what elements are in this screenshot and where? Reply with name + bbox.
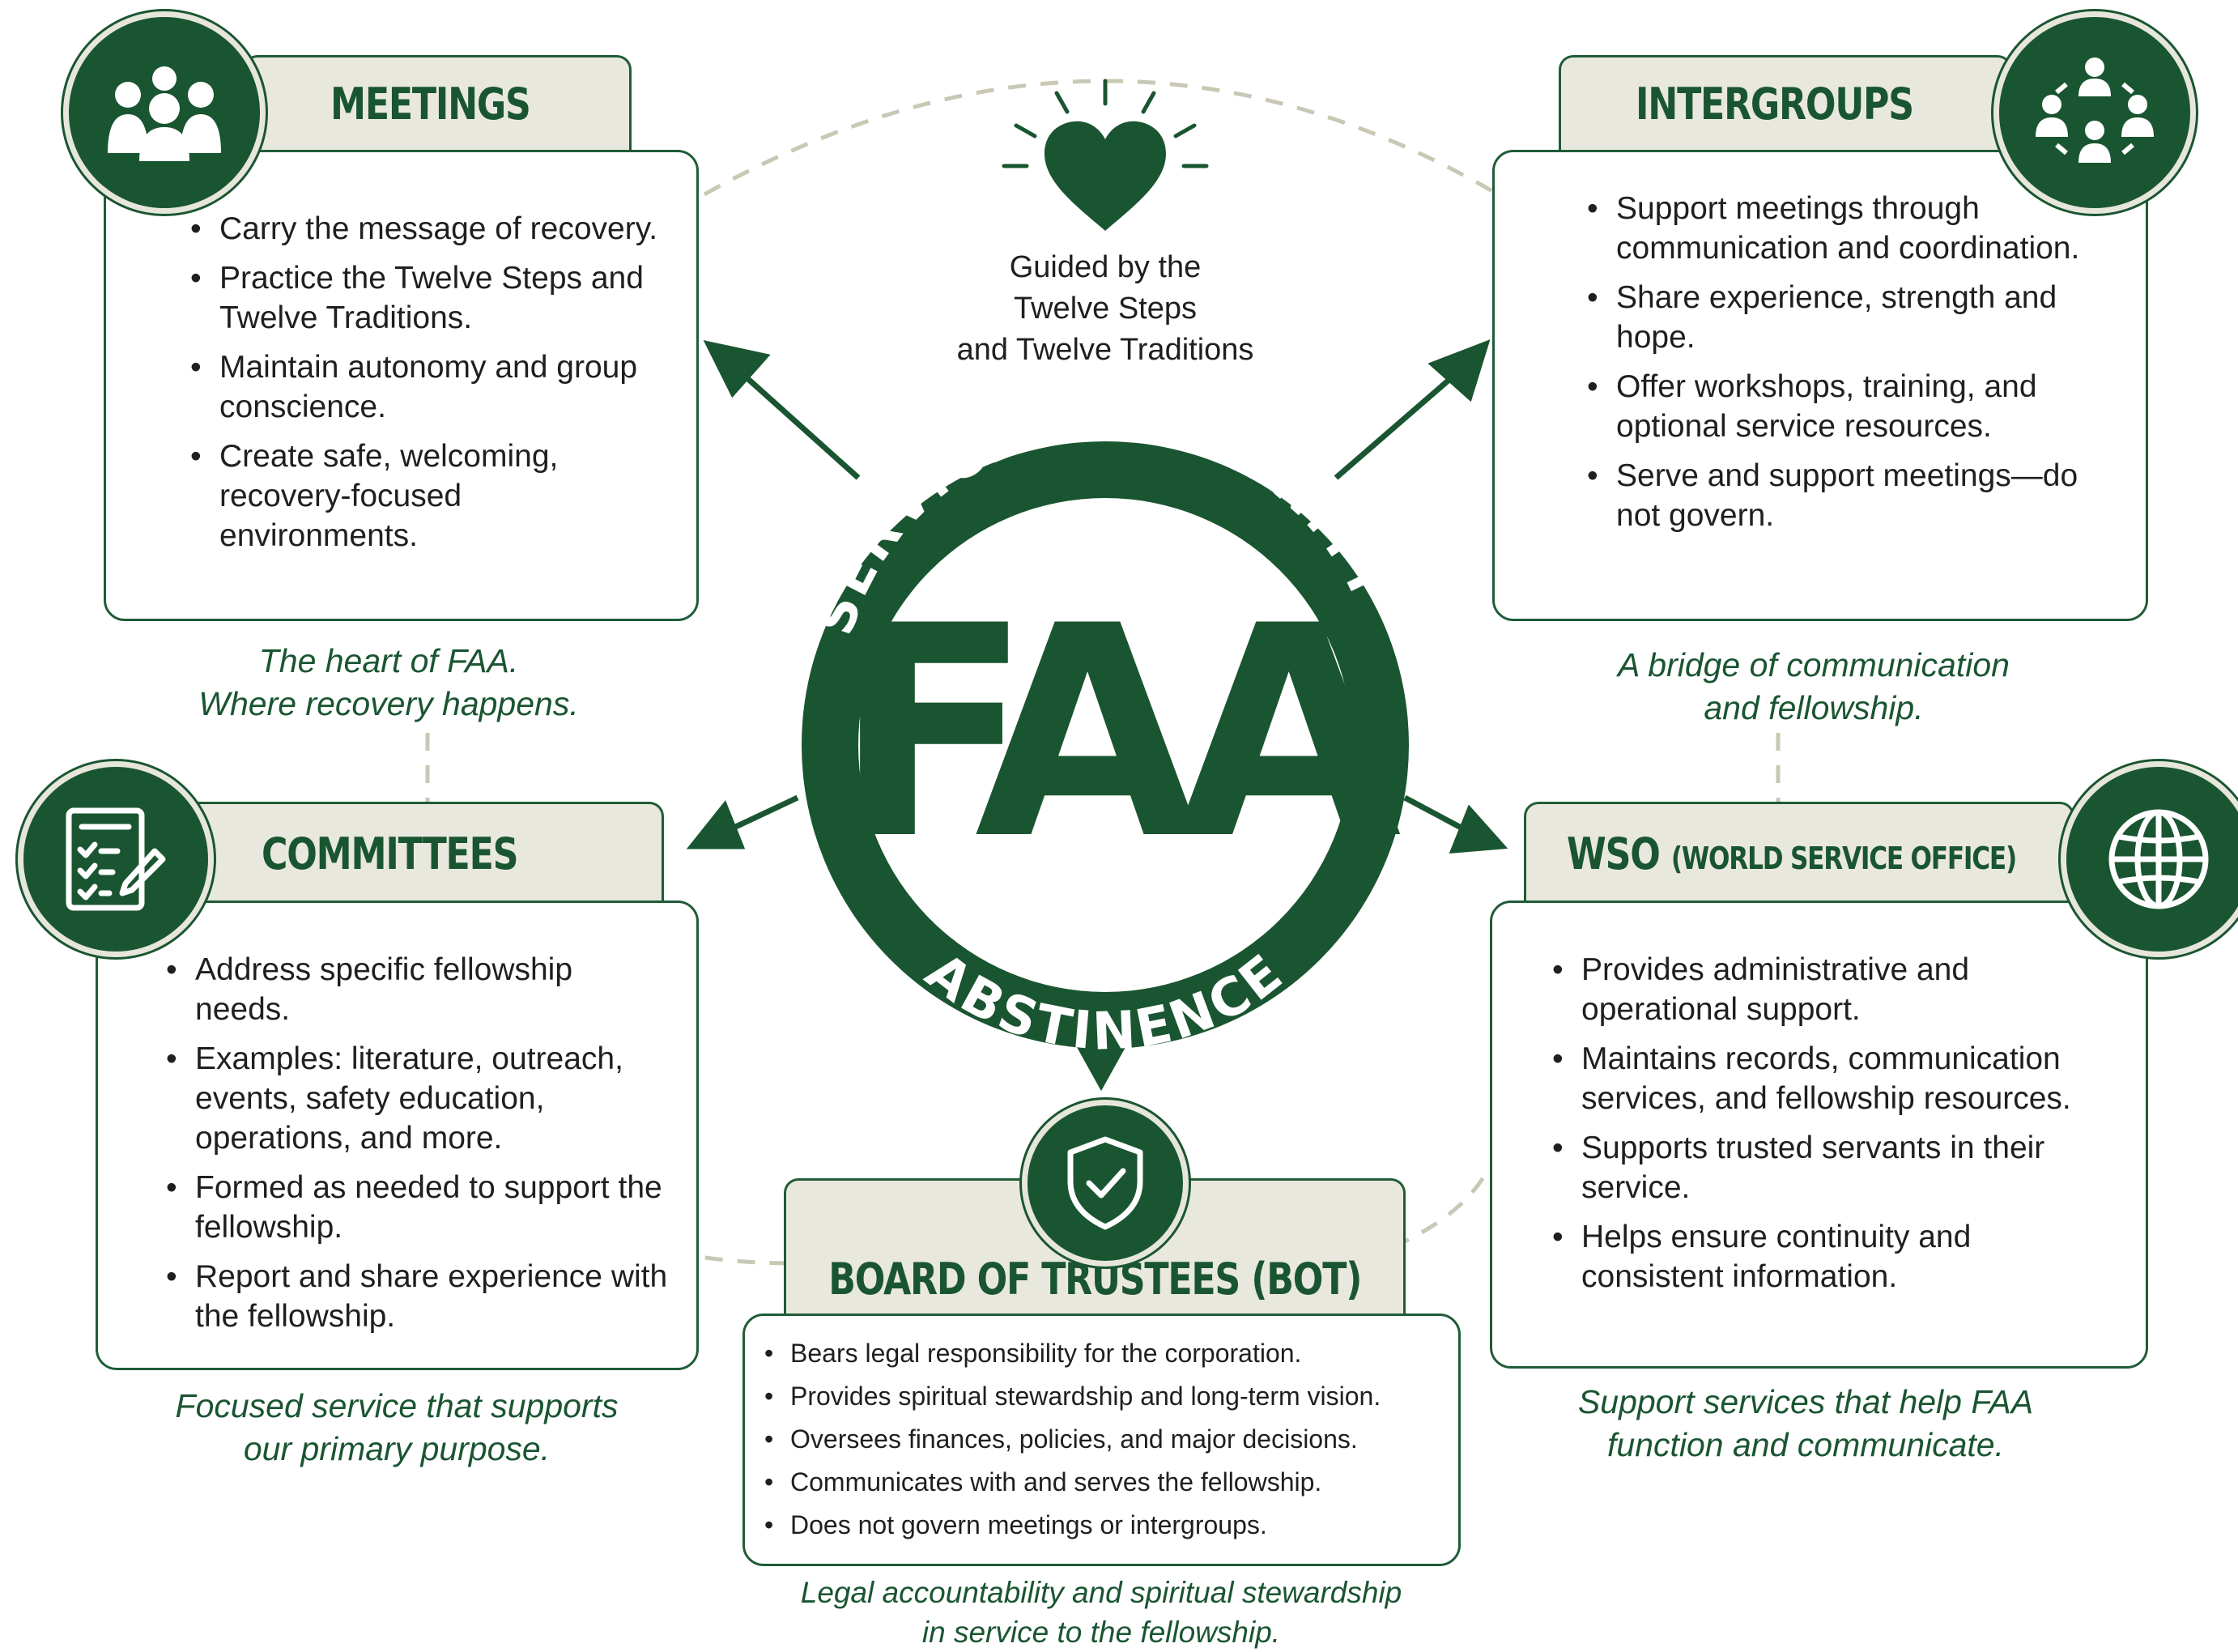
wso-caption: Support services that help FAA function …: [1522, 1381, 2089, 1467]
intergroups-caption: A bridge of communication and fellowship…: [1563, 644, 2065, 730]
list-item: Serve and support meetings—do not govern…: [1576, 456, 2121, 535]
checklist-icon: [18, 761, 214, 957]
intergroups-title: INTERGROUPS: [1636, 79, 1914, 130]
intergroups-caption-line-1: A bridge of communication: [1618, 646, 2010, 683]
list-item: Practice the Twelve Steps and Twelve Tra…: [179, 258, 664, 338]
meetings-tab: MEETINGS: [243, 55, 632, 151]
list-item: Communicates with and serves the fellows…: [753, 1461, 1442, 1504]
heart-icon: [1002, 79, 1209, 231]
arrow-to-intergroups: [1334, 370, 1460, 480]
wso-card: Provides administrative and operational …: [1490, 901, 2148, 1369]
list-item: Support meetings through communication a…: [1576, 189, 2121, 268]
wso-title-subtitle: (WORLD SERVICE OFFICE): [1670, 840, 2017, 876]
wso-caption-line-1: Support services that help FAA: [1577, 1383, 2034, 1420]
arrow-head-bot: [1076, 1045, 1126, 1092]
list-item: Maintains records, communication service…: [1541, 1039, 2121, 1118]
committees-caption-line-2: our primary purpose.: [243, 1430, 551, 1467]
list-item: Offer workshops, training, and optional …: [1576, 367, 2121, 446]
network-people-icon: [1993, 11, 2196, 214]
arrow-head-intergroups: [1427, 339, 1491, 402]
list-item: Maintain autonomy and group conscience.: [179, 347, 664, 427]
bot-caption: Legal accountability and spiritual stewa…: [729, 1573, 1474, 1652]
intergroups-tab: INTERGROUPS: [1559, 55, 2012, 151]
wso-tab: WSO (WORLD SERVICE OFFICE): [1524, 802, 2074, 903]
list-item: Report and share experience with the fel…: [155, 1257, 672, 1336]
wso-title: WSO (WORLD SERVICE OFFICE): [1567, 828, 2017, 879]
list-item: Bears legal responsibility for the corpo…: [753, 1332, 1442, 1375]
list-item: Supports trusted servants in their servi…: [1541, 1128, 2121, 1207]
dashed-arc-bottom-right: [1391, 1164, 1492, 1250]
shield-check-icon: [1022, 1100, 1189, 1267]
meetings-card: Carry the message of recovery. Practice …: [104, 150, 699, 621]
list-item: Examples: literature, outreach, events, …: [155, 1039, 672, 1158]
committees-caption-line-1: Focused service that supports: [175, 1387, 619, 1424]
meetings-title: MEETINGS: [330, 79, 531, 130]
faa-logo-text: FAA: [833, 564, 1403, 903]
globe-icon: [2061, 761, 2238, 957]
list-item: Formed as needed to support the fellowsh…: [155, 1168, 672, 1247]
guided-text: Guided by the Twelve Steps and Twelve Tr…: [923, 247, 1287, 371]
arrow-to-meetings: [738, 370, 861, 480]
wso-title-main: WSO: [1567, 828, 1661, 879]
meetings-caption-line-2: Where recovery happens.: [198, 685, 579, 722]
faa-logo-ring: SERVICE UNITY ABSTINENCE FAA: [802, 407, 1428, 1062]
committees-tab: COMMITTEES: [178, 802, 664, 903]
list-item: Helps ensure continuity and consistent i…: [1541, 1217, 2121, 1296]
list-item: Create safe, welcoming, recovery-focused…: [179, 436, 664, 556]
guided-line-1: Guided by the: [1009, 250, 1202, 284]
list-item: Share experience, strength and hope.: [1576, 278, 2121, 357]
arrow-head-committees: [686, 800, 746, 849]
list-item: Provides administrative and operational …: [1541, 950, 2121, 1029]
committees-caption: Focused service that supports our primar…: [121, 1385, 672, 1471]
wso-list: Provides administrative and operational …: [1541, 950, 2121, 1296]
list-item: Does not govern meetings or intergroups.: [753, 1504, 1442, 1547]
intergroups-list: Support meetings through communication a…: [1576, 189, 2121, 535]
meetings-caption: The heart of FAA. Where recovery happens…: [138, 640, 640, 726]
guided-line-2: Twelve Steps: [1014, 292, 1197, 326]
meetings-list: Carry the message of recovery. Practice …: [179, 209, 664, 556]
arrow-head-meetings: [703, 340, 771, 398]
wso-caption-line-2: function and communicate.: [1607, 1426, 2004, 1463]
bot-list: Bears legal responsibility for the corpo…: [753, 1332, 1442, 1547]
bot-card: Bears legal responsibility for the corpo…: [742, 1314, 1461, 1566]
list-item: Carry the message of recovery.: [179, 209, 664, 249]
bot-caption-line-2: in service to the fellowship.: [921, 1616, 1281, 1649]
guided-line-3: and Twelve Traditions: [956, 333, 1254, 367]
list-item: Oversees finances, policies, and major d…: [753, 1418, 1442, 1461]
committees-card: Address specific fellowship needs. Examp…: [96, 901, 699, 1370]
arrows: [686, 339, 1508, 1092]
group-people-icon: [63, 11, 266, 214]
intergroups-card: Support meetings through communication a…: [1492, 150, 2148, 621]
committees-title: COMMITTEES: [262, 828, 518, 879]
list-item: Address specific fellowship needs.: [155, 950, 672, 1029]
arrow-head-wso: [1449, 804, 1508, 854]
arrow-to-wso: [1403, 794, 1467, 833]
arrow-to-committees: [727, 794, 799, 833]
bot-caption-line-1: Legal accountability and spiritual stewa…: [800, 1576, 1402, 1609]
list-item: Provides spiritual stewardship and long-…: [753, 1375, 1442, 1418]
meetings-caption-line-1: The heart of FAA.: [258, 642, 519, 679]
committees-list: Address specific fellowship needs. Examp…: [155, 950, 672, 1336]
intergroups-caption-line-2: and fellowship.: [1704, 689, 1924, 726]
